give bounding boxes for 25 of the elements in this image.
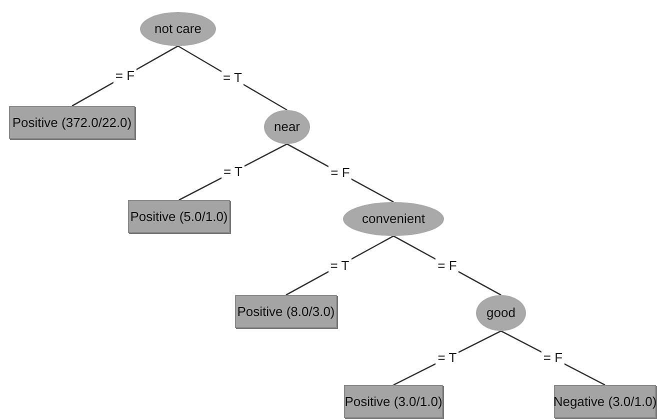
leaf-box: Positive (3.0/1.0) (344, 385, 443, 418)
leaf-box: Positive (8.0/3.0) (235, 295, 337, 328)
decision-node: near (264, 110, 310, 144)
edge-label: = T (222, 164, 244, 180)
tree-branch (72, 45, 178, 107)
leaf-box: Negative (3.0/1.0) (554, 385, 656, 418)
tree-branch (178, 143, 288, 201)
tree-branch (286, 235, 394, 296)
edge-label: = F (328, 165, 352, 181)
edge-label: = T (221, 70, 244, 86)
edge-label: = F (436, 258, 459, 274)
decision-node: good (476, 295, 526, 331)
tree-branch (178, 45, 288, 111)
tree-branch (286, 143, 394, 203)
tree-branch (393, 330, 502, 386)
tree-branch (500, 330, 606, 386)
edge-label: = T (436, 350, 459, 366)
decision-node: not care (140, 12, 216, 46)
edge-label: = F (113, 68, 137, 84)
edge-label: = T (328, 258, 352, 274)
leaf-box: Positive (5.0/1.0) (128, 200, 230, 233)
decision-node: convenient (343, 202, 444, 236)
tree-branch (393, 235, 502, 296)
edge-label: = F (541, 350, 565, 366)
leaf-box: Positive (372.0/22.0) (9, 106, 135, 139)
